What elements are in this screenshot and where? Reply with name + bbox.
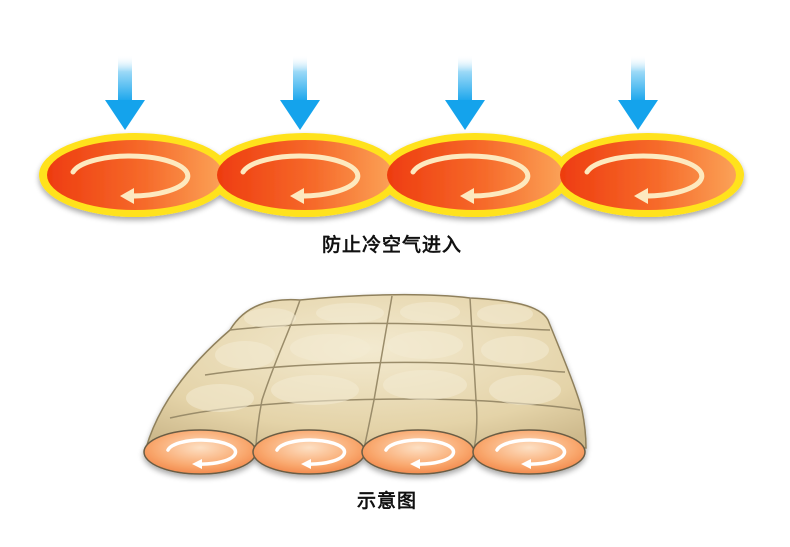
top-caption: 防止冷空气进入 bbox=[322, 230, 462, 257]
down-arrow-icon bbox=[618, 55, 658, 130]
quilt-illustration bbox=[144, 295, 586, 474]
down-arrow-icon bbox=[445, 55, 485, 130]
bottom-caption: 示意图 bbox=[357, 486, 417, 513]
baffle-chamber-chain bbox=[39, 133, 744, 217]
down-arrow-icon bbox=[105, 55, 145, 130]
cold-air-arrows bbox=[105, 55, 658, 130]
down-arrow-icon bbox=[280, 55, 320, 130]
